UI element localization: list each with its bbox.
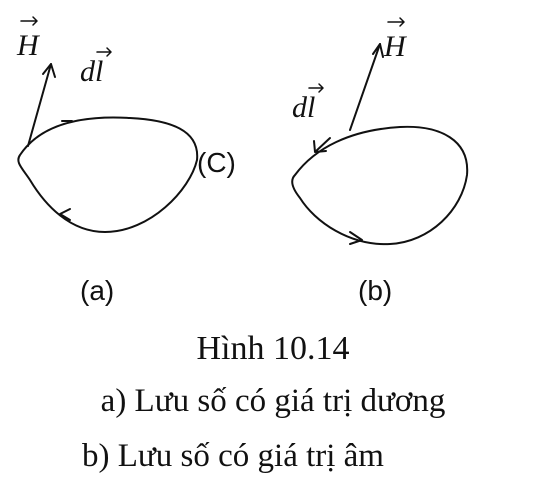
closed-curve-b	[291, 125, 469, 246]
h-vector-b	[349, 43, 381, 131]
dl-tangent-arrow-b	[313, 137, 331, 153]
h-symbol-a: H	[16, 29, 41, 62]
h-symbol-a-arrow	[20, 16, 38, 26]
panel-label-b: (b)	[358, 275, 392, 306]
direction-arrow-a	[59, 208, 71, 221]
caption-line-b: b) Lưu số có giá trị âm	[82, 438, 384, 474]
dl-symbol-a-arrow	[96, 47, 112, 57]
dl-symbol-b: dl	[292, 91, 315, 124]
panel-b: H dl (b)	[291, 17, 469, 306]
caption-line-a: a) Lưu số có giá trị dương	[100, 383, 446, 419]
h-vector-a	[27, 63, 52, 147]
direction-arrow-b	[349, 231, 363, 245]
figure-caption-title: Hình 10.14	[196, 330, 350, 367]
curve-label-c: (C)	[197, 147, 236, 178]
panel-label-a: (a)	[80, 275, 114, 306]
panel-a: H dl (C) (a)	[16, 16, 236, 306]
dl-symbol-b-arrow	[308, 83, 324, 93]
h-vector-a-head	[42, 63, 56, 78]
figure-diagram: H dl (C) (a) H dl (b)	[16, 16, 469, 306]
closed-curve-a	[17, 116, 199, 233]
dl-symbol-a: dl	[80, 55, 103, 88]
h-symbol-b: H	[383, 30, 408, 63]
h-symbol-b-arrow	[387, 17, 405, 27]
h-vector-b-head	[372, 43, 384, 58]
